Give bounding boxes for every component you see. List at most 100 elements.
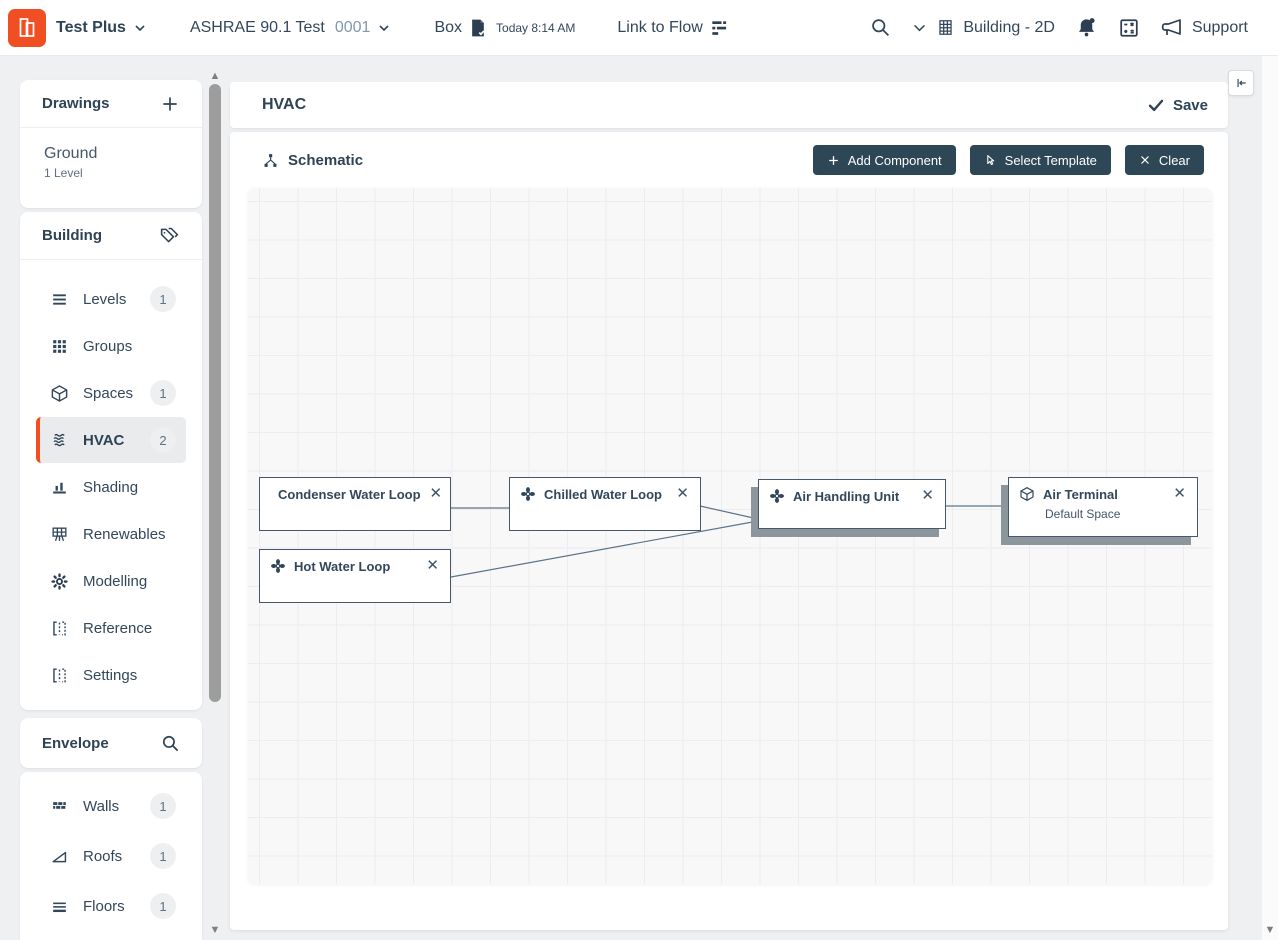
fan-icon	[770, 489, 784, 503]
node-chilled-water-loop[interactable]: Chilled Water Loop ✕	[509, 477, 701, 531]
count-badge: 1	[150, 893, 176, 919]
chevron-down-icon	[379, 24, 390, 31]
node-close-button[interactable]: ✕	[676, 485, 689, 502]
schematic-canvas[interactable]: Condenser Water Loop ✕ Chilled Water Loo…	[248, 188, 1212, 884]
envelope-title: Envelope	[42, 734, 109, 752]
scrollbar-thumb[interactable]	[209, 84, 221, 702]
count-badge: 1	[150, 380, 176, 406]
shading-chart-icon	[53, 482, 66, 494]
scroll-down-arrow[interactable]: ▼	[209, 924, 221, 936]
node-hot-water-loop[interactable]: Hot Water Loop ✕	[259, 549, 451, 603]
sidebar-item-spaces[interactable]: Spaces 1	[36, 370, 186, 416]
node-title: Air Terminal	[1043, 486, 1118, 502]
app-logo[interactable]	[8, 8, 46, 47]
solar-panel-icon	[52, 526, 67, 541]
add-component-button[interactable]: Add Component	[812, 145, 956, 175]
sidebar-item-modelling[interactable]: Modelling	[36, 558, 186, 604]
clear-button[interactable]: Clear	[1124, 145, 1204, 175]
sidebar-item-roofs[interactable]: Roofs 1	[36, 833, 186, 879]
collapse-panel-button[interactable]	[1228, 70, 1254, 96]
node-close-button[interactable]: ✕	[1173, 485, 1186, 502]
scroll-up-arrow[interactable]: ▲	[209, 70, 221, 82]
building-menu: Levels 1 Groups Spaces 1	[20, 260, 202, 707]
count-badge: 2	[150, 427, 176, 453]
node-air-terminal[interactable]: Air Terminal ✕ Default Space	[1008, 477, 1198, 537]
levels-icon	[53, 293, 66, 305]
sidebar-item-settings[interactable]: Settings	[36, 652, 186, 698]
node-condenser-water-loop[interactable]: Condenser Water Loop ✕	[259, 477, 451, 531]
support-button[interactable]: Support	[1160, 16, 1248, 40]
sidebar-item-label: Modelling	[83, 572, 148, 590]
sidebar-item-hvac[interactable]: HVAC 2	[36, 417, 186, 463]
section-title: Schematic	[288, 151, 364, 169]
sidebar-item-levels[interactable]: Levels 1	[36, 276, 186, 322]
calculator-icon	[1120, 18, 1138, 37]
drawing-item-ground[interactable]: Ground 1 Level	[20, 128, 202, 194]
sidebar-item-label: Roofs	[83, 847, 123, 865]
tags-icon[interactable]	[159, 225, 180, 246]
sidebar-item-renewables[interactable]: Renewables	[36, 511, 186, 557]
envelope-panel-header: Envelope	[20, 718, 202, 768]
node-close-button[interactable]: ✕	[921, 487, 934, 504]
sidebar-item-floors[interactable]: Floors 1	[36, 883, 186, 929]
sidebar-item-shading[interactable]: Shading	[36, 464, 186, 510]
sidebar-item-label: Groups	[83, 337, 133, 355]
envelope-panel: Walls 1 Roofs 1 Floors 1	[20, 772, 202, 940]
node-close-button[interactable]: ✕	[429, 485, 443, 502]
add-drawing-button[interactable]	[160, 94, 180, 114]
sidebar-item-reference[interactable]: Reference	[36, 605, 186, 651]
sidebar-item-label: Spaces	[83, 384, 134, 402]
walls-brick-icon	[53, 801, 66, 809]
drawings-header: Drawings	[20, 80, 202, 128]
search-button[interactable]	[870, 17, 891, 38]
sidebar-item-label: Levels	[83, 290, 127, 308]
calculator-button[interactable]	[1118, 17, 1140, 39]
count-badge: 1	[150, 793, 176, 819]
building-grid-icon	[939, 20, 953, 35]
box-label: Box	[434, 18, 463, 36]
schematic-toolbar: Schematic Add Component Select Template …	[230, 132, 1228, 188]
project-selector[interactable]: ASHRAE 90.1 Test 0001	[190, 19, 392, 37]
workspace-selector[interactable]: Test Plus	[56, 19, 148, 37]
connection-lines	[450, 505, 1008, 578]
sidebar-item-label: Renewables	[83, 525, 166, 543]
scroll-down-arrow[interactable]: ▼	[1264, 924, 1276, 936]
box-sync-time: Today 8:14 AM	[496, 20, 576, 35]
drawings-panel: Drawings Ground 1 Level	[20, 80, 202, 208]
chevron-down-icon	[135, 24, 145, 31]
node-close-button[interactable]: ✕	[426, 557, 439, 574]
sidebar-item-walls[interactable]: Walls 1	[36, 783, 186, 829]
save-button[interactable]: Save	[1147, 96, 1208, 114]
flow-icon	[712, 20, 726, 35]
collapse-left-icon	[1237, 78, 1246, 88]
envelope-header: Envelope	[20, 718, 202, 768]
add-component-label: Add Component	[847, 152, 942, 168]
link-to-flow-button[interactable]: Link to Flow	[617, 18, 728, 38]
check-icon	[1148, 99, 1164, 112]
view-selector[interactable]: Building - 2D	[911, 18, 1055, 37]
sidebar-item-label: Settings	[83, 666, 138, 684]
page-title: HVAC	[262, 96, 307, 113]
cube-icon	[51, 384, 68, 402]
reference-icon	[53, 620, 66, 636]
groups-icon	[53, 339, 66, 353]
box-sync-status[interactable]: Box Today 8:14 AM	[434, 17, 575, 39]
count-badge: 1	[150, 843, 176, 869]
notifications-button[interactable]	[1075, 16, 1098, 39]
select-template-button[interactable]: Select Template	[969, 145, 1111, 175]
search-icon[interactable]	[161, 734, 180, 753]
fan-icon	[271, 559, 285, 573]
support-label: Support	[1191, 18, 1248, 36]
save-label: Save	[1172, 96, 1208, 114]
search-icon	[872, 19, 890, 36]
megaphone-icon	[1161, 18, 1181, 35]
bell-icon	[1078, 18, 1095, 37]
page-scrollbar[interactable]: ▲ ▼	[1262, 0, 1278, 940]
sidebar-item-groups[interactable]: Groups	[36, 323, 186, 369]
link-to-flow-label: Link to Flow	[617, 18, 703, 36]
node-air-handling-unit[interactable]: Air Handling Unit ✕	[758, 479, 946, 529]
x-icon	[1140, 156, 1149, 164]
count-badge: 1	[150, 286, 176, 312]
sidebar-scrollbar[interactable]: ▲ ▼	[208, 62, 222, 940]
sidebar-item-label: HVAC	[83, 431, 125, 449]
